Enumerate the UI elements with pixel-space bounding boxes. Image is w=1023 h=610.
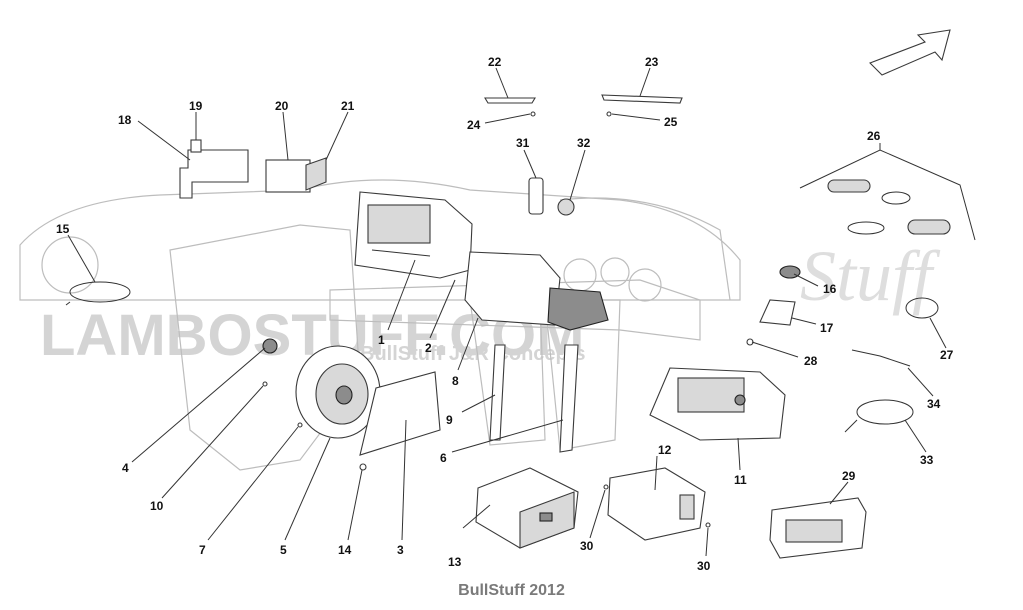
watermark-car-silhouette	[19, 179, 741, 301]
parts	[65, 29, 976, 559]
plate-31	[528, 177, 544, 215]
cable-33	[844, 399, 914, 433]
bracket-17	[759, 299, 796, 326]
watermark-wheel-left	[41, 236, 99, 294]
tray-29	[769, 497, 867, 559]
callout-2: 2	[425, 341, 432, 355]
grille-3	[359, 371, 441, 456]
cable-15	[65, 281, 131, 306]
callout-9: 9	[446, 413, 453, 427]
callout-30a: 30	[580, 539, 594, 553]
footer-caption: BullStuff 2012	[458, 582, 565, 599]
callout-29: 29	[842, 469, 856, 483]
leader-lines	[67, 67, 947, 557]
callout-1: 1	[378, 333, 385, 347]
callout-27: 27	[940, 348, 954, 362]
callouts: 18 19 20 21 22 23 24 25 31 32 26 15 1 2 …	[56, 55, 954, 573]
callout-22: 22	[488, 55, 502, 69]
cover-21	[305, 157, 327, 191]
callout-12: 12	[658, 443, 672, 457]
callout-31: 31	[516, 136, 530, 150]
callout-33: 33	[920, 453, 934, 467]
clip-14	[359, 463, 367, 471]
trim-9	[489, 344, 506, 441]
callout-20: 20	[275, 99, 289, 113]
rail-22	[484, 97, 536, 104]
bracket-18	[179, 139, 249, 199]
callout-26: 26	[867, 129, 881, 143]
callout-25: 25	[664, 115, 678, 129]
direction-arrow-icon	[869, 29, 951, 76]
rail-23	[601, 94, 683, 104]
bezel-8	[464, 251, 609, 331]
module-20	[265, 159, 311, 193]
screw-24	[530, 111, 536, 117]
tweeter-4	[262, 338, 278, 354]
box-13	[475, 467, 579, 549]
dashboard-outline	[169, 197, 731, 471]
screw-30a	[603, 484, 609, 490]
cable-34	[851, 349, 911, 367]
callout-14: 14	[338, 543, 352, 557]
callout-8: 8	[452, 374, 459, 388]
callout-18: 18	[118, 113, 132, 127]
callout-23: 23	[645, 55, 659, 69]
trim-6	[559, 344, 579, 453]
cap-16	[779, 265, 801, 279]
callout-5: 5	[280, 543, 287, 557]
callout-13: 13	[448, 555, 462, 569]
knob-32	[557, 198, 575, 216]
callout-11: 11	[734, 473, 747, 487]
callout-15: 15	[56, 222, 70, 236]
module-12	[607, 467, 706, 541]
screw-7	[297, 422, 303, 428]
callout-28: 28	[804, 354, 818, 368]
watermark-tagline: BullStuff J&R Concepts	[360, 343, 586, 365]
screw-10	[262, 381, 268, 387]
callout-10: 10	[150, 499, 164, 513]
callout-17: 17	[820, 321, 834, 335]
callout-32: 32	[577, 136, 591, 150]
callout-4: 4	[122, 461, 129, 475]
callout-24: 24	[467, 118, 481, 132]
callout-19: 19	[189, 99, 203, 113]
callout-6: 6	[440, 451, 447, 465]
cable-set-26	[799, 149, 976, 241]
screw-25	[606, 111, 612, 117]
callout-7: 7	[199, 543, 206, 557]
watermark-script: Stuff	[800, 236, 941, 316]
callout-21: 21	[341, 99, 355, 113]
amplifier-11	[649, 367, 786, 441]
cable-27	[905, 297, 939, 319]
screw-30b	[705, 522, 711, 528]
callout-16: 16	[823, 282, 837, 296]
speaker-5	[295, 345, 381, 439]
callout-3: 3	[397, 543, 404, 557]
callout-34: 34	[927, 397, 941, 411]
callout-30b: 30	[697, 559, 711, 573]
